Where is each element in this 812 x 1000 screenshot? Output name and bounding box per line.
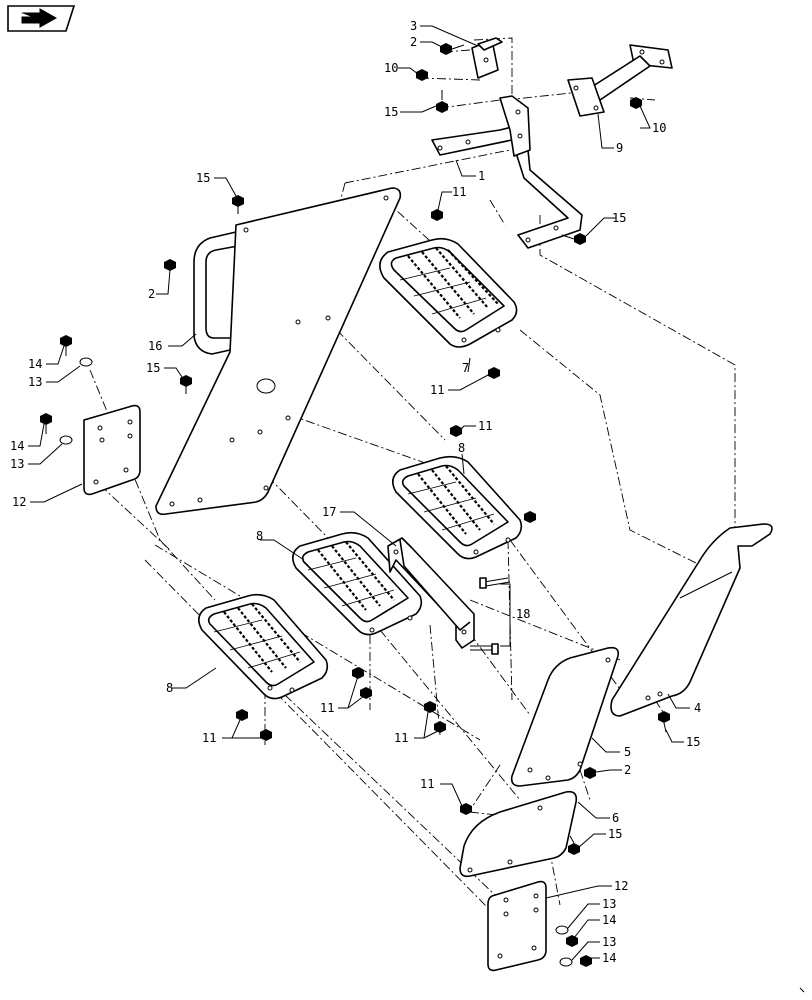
- part-18-studs: [470, 577, 511, 655]
- callout-12: 12: [12, 495, 26, 509]
- callout-13: 13: [602, 935, 616, 949]
- bolt-14-d: [580, 955, 592, 967]
- callout-12: 12: [614, 879, 628, 893]
- part-8-step-tread-upper: [392, 455, 523, 560]
- callout-6: 6: [612, 811, 619, 825]
- callout-16: 16: [148, 339, 162, 353]
- washer-13-a: [79, 357, 93, 367]
- part-5-plate: [510, 646, 620, 787]
- callout-8: 8: [256, 529, 263, 543]
- washer-13-c: [555, 925, 569, 935]
- bolt-15-right: [561, 233, 586, 245]
- callout-15: 15: [196, 171, 210, 185]
- bolt-10-right: [630, 97, 642, 109]
- callout-13: 13: [28, 375, 42, 389]
- main-step-panel: [155, 187, 402, 516]
- bolt-14-a: [60, 335, 72, 356]
- callout-18: 18: [516, 607, 530, 621]
- callout-10: 10: [652, 121, 666, 135]
- callout-9: 9: [616, 141, 623, 155]
- callout-labels: 3 2 10 15 1 9 10 15 11 15 2 16 15 7 11 1…: [10, 19, 701, 965]
- callout-7: 7: [462, 361, 469, 375]
- nut-11-e1: [424, 701, 436, 713]
- callout-10: 10: [384, 61, 398, 75]
- bolt-15-part6: [568, 835, 580, 855]
- callout-11: 11: [420, 777, 434, 791]
- callout-15: 15: [146, 361, 160, 375]
- callout-2: 2: [624, 763, 631, 777]
- leader-lines: [28, 25, 690, 961]
- part-8-step-tread-lower: [198, 593, 329, 700]
- bolt-2-left: [164, 259, 176, 271]
- part-1-mounting-bracket: [431, 95, 583, 249]
- bolt-15-part4: [658, 711, 670, 733]
- callout-14: 14: [10, 439, 24, 453]
- callout-11: 11: [202, 731, 216, 745]
- bolt-2-top: [440, 43, 465, 55]
- washer-13-b: [59, 435, 73, 445]
- part-7-step-tread: [379, 237, 518, 348]
- nut-11-e2: [434, 721, 446, 733]
- part-12-plate-left: [83, 404, 141, 496]
- callout-15: 15: [686, 735, 700, 749]
- bolt-10-top: [416, 69, 428, 81]
- callout-11: 11: [320, 701, 334, 715]
- bolt-15-upper-left: [232, 195, 244, 214]
- callout-15: 15: [612, 211, 626, 225]
- bolt-2-part5: [584, 767, 596, 779]
- part-12-plate-bottom: [487, 880, 547, 972]
- bolt-15-top: [436, 90, 448, 113]
- nut-11-tread7: [488, 367, 500, 379]
- callout-11: 11: [452, 185, 466, 199]
- fasteners: [40, 43, 670, 967]
- callout-13: 13: [602, 897, 616, 911]
- washer-13-d: [559, 957, 573, 967]
- nut-11-f2: [260, 729, 272, 741]
- bolt-15-left: [180, 375, 192, 394]
- part-17-angle-bracket: [387, 537, 475, 649]
- part-6-plate: [459, 790, 578, 878]
- nut-11-f1: [236, 709, 248, 721]
- part-8-step-tread-middle: [292, 531, 423, 636]
- callout-3: 3: [410, 19, 417, 33]
- part-9-support-tube: [567, 44, 673, 117]
- corner-mark: [799, 987, 805, 993]
- callout-1: 1: [478, 169, 485, 183]
- bolt-14-c: [566, 935, 578, 947]
- arrow-in-box-icon[interactable]: [7, 5, 76, 32]
- callout-15: 15: [384, 105, 398, 119]
- callout-13: 13: [10, 457, 24, 471]
- callout-15: 15: [608, 827, 622, 841]
- nut-11-d1: [352, 667, 364, 679]
- bolt-14-b: [40, 413, 52, 434]
- callout-8: 8: [458, 441, 465, 455]
- part-3-bracket: [471, 37, 503, 79]
- callout-4: 4: [694, 701, 701, 715]
- callout-11: 11: [478, 419, 492, 433]
- callout-14: 14: [602, 913, 616, 927]
- nut-11-top: [431, 209, 443, 221]
- nut-11-right: [524, 511, 536, 523]
- callout-8: 8: [166, 681, 173, 695]
- nut-11-mid: [450, 425, 462, 437]
- callout-2: 2: [148, 287, 155, 301]
- callout-2: 2: [410, 35, 417, 49]
- callout-14: 14: [602, 951, 616, 965]
- nut-11-d2: [360, 687, 372, 699]
- part-4-side-plate: [610, 523, 773, 717]
- callout-14: 14: [28, 357, 42, 371]
- callout-5: 5: [624, 745, 631, 759]
- callout-11: 11: [394, 731, 408, 745]
- callout-11: 11: [430, 383, 444, 397]
- callout-17: 17: [322, 505, 336, 519]
- nut-11-part6: [460, 803, 472, 815]
